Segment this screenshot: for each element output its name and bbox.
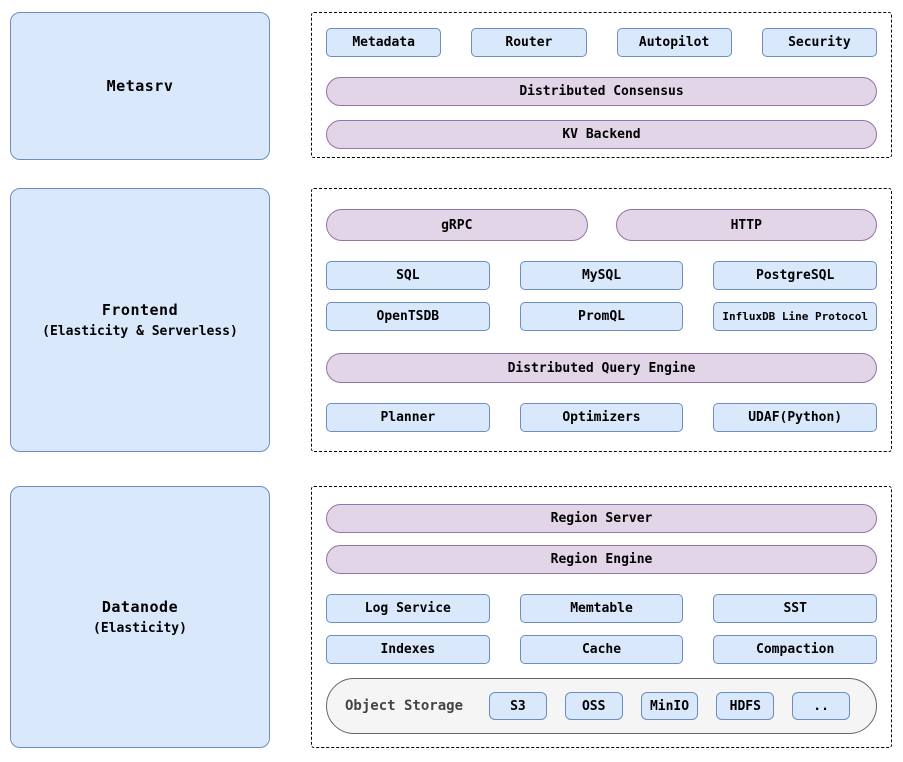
- security-box: Security: [761, 28, 877, 57]
- storage-engine-row-2: Indexes Cache Compaction: [326, 635, 878, 664]
- region-engine-pill: Region Engine: [326, 545, 877, 574]
- metadata-box: Metadata: [326, 28, 442, 57]
- memtable-box: Memtable: [519, 594, 684, 623]
- kv-backend-pill: KV Backend: [326, 120, 877, 149]
- promql-box: PromQL: [519, 302, 684, 331]
- hdfs-box: HDFS: [716, 692, 775, 720]
- postgresql-box: PostgreSQL: [713, 261, 878, 290]
- mysql-box: MySQL: [519, 261, 684, 290]
- object-storage-label: Object Storage: [345, 698, 464, 714]
- more-options-box: ..: [792, 692, 850, 720]
- metasrv-components-row: Metadata Router Autopilot Security: [326, 28, 877, 57]
- opentsdb-box: OpenTSDB: [326, 302, 490, 331]
- log-service-box: Log Service: [326, 594, 490, 623]
- sst-box: SST: [713, 594, 878, 623]
- datanode-subtitle: (Elasticity): [93, 621, 187, 636]
- frontend-panel: gRPC HTTP SQL MySQL PostgreSQL OpenTSDB …: [311, 188, 892, 452]
- datanode-node-box: Datanode (Elasticity): [10, 486, 270, 748]
- http-pill: HTTP: [615, 209, 877, 241]
- object-storage-options: S3 OSS MinIO HDFS ..: [489, 692, 850, 720]
- cache-box: Cache: [519, 635, 684, 664]
- indexes-box: Indexes: [326, 635, 490, 664]
- planner-box: Planner: [326, 403, 490, 432]
- frontend-title: Frontend: [101, 301, 179, 319]
- query-engine-parts-row: Planner Optimizers UDAF(Python): [326, 403, 878, 432]
- frontend-node-box: Frontend (Elasticity & Serverless): [10, 188, 270, 452]
- metasrv-node-box: Metasrv: [10, 12, 270, 160]
- router-box: Router: [471, 28, 587, 57]
- query-language-row-2: OpenTSDB PromQL InfluxDB Line Protocol: [326, 302, 878, 331]
- autopilot-box: Autopilot: [616, 28, 732, 57]
- udaf-python-box: UDAF(Python): [713, 403, 878, 432]
- region-server-pill: Region Server: [326, 504, 877, 533]
- grpc-pill: gRPC: [326, 209, 588, 241]
- protocol-pills-row: gRPC HTTP: [326, 209, 877, 241]
- s3-box: S3: [489, 692, 547, 720]
- oss-box: OSS: [564, 692, 623, 720]
- frontend-subtitle: (Elasticity & Serverless): [42, 324, 238, 339]
- datanode-title: Datanode: [101, 598, 179, 616]
- datanode-panel: Region Server Region Engine Log Service …: [311, 486, 892, 748]
- metasrv-title: Metasrv: [106, 77, 174, 95]
- optimizers-box: Optimizers: [519, 403, 684, 432]
- storage-engine-row-1: Log Service Memtable SST: [326, 594, 878, 623]
- distributed-query-engine-pill: Distributed Query Engine: [326, 353, 877, 383]
- distributed-consensus-pill: Distributed Consensus: [326, 77, 877, 106]
- object-storage-container: Object Storage S3 OSS MinIO HDFS ..: [326, 678, 877, 734]
- metasrv-panel: Metadata Router Autopilot Security Distr…: [311, 12, 892, 158]
- influxdb-line-protocol-box: InfluxDB Line Protocol: [713, 302, 878, 331]
- compaction-box: Compaction: [713, 635, 878, 664]
- minio-box: MinIO: [640, 692, 699, 720]
- sql-box: SQL: [326, 261, 490, 290]
- query-language-row-1: SQL MySQL PostgreSQL: [326, 261, 878, 290]
